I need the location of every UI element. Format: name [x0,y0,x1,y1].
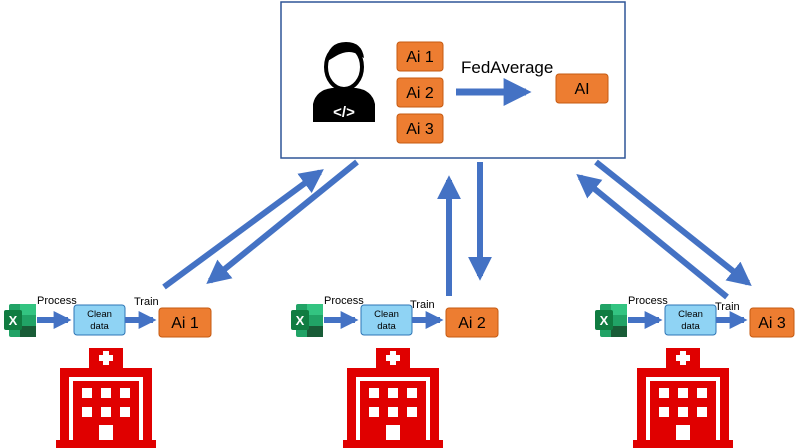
svg-text:Ai 3: Ai 3 [758,315,786,332]
process-label: Process [628,295,668,307]
communication-arrows [162,159,752,300]
svg-text:Clean: Clean [87,309,112,320]
hospital-icon [633,348,733,448]
client-3: X Process Clean data Train Ai 3 [595,295,795,448]
svg-text:data: data [681,321,700,332]
excel-icon: X [595,304,627,337]
server-model-label: Ai 3 [406,121,434,138]
developer-code-icon: </> [313,42,375,122]
client-model-box: Ai 1 [158,307,212,338]
code-glyph: </> [333,104,355,121]
svg-text:X: X [600,313,609,328]
excel-icon: X [4,304,36,337]
svg-text:Ai 2: Ai 2 [458,315,486,332]
download-arrow-client-1 [206,159,359,285]
hospital-icon [343,348,443,448]
client-model-box: Ai 2 [445,307,499,338]
clean-data-box: Clean data [664,304,717,336]
aggregated-model-label: AI [574,81,589,98]
train-label: Train [410,299,435,311]
clean-data-box: Clean data [73,304,126,336]
process-label: Process [324,295,364,307]
client-1: X Process Clean data Train Ai 1 [4,295,212,448]
server-model-label: Ai 1 [406,49,434,66]
upload-arrow-client-3 [576,173,729,300]
hospital-icon [56,348,156,448]
process-label: Process [37,295,77,307]
train-label: Train [134,296,159,308]
svg-text:Clean: Clean [374,309,399,320]
server-model-ai-1: Ai 1 [396,41,444,72]
svg-text:Ai 1: Ai 1 [171,315,199,332]
clean-data-box: Clean data [360,304,413,336]
aggregated-model: AI [555,73,609,104]
client-2: X Process Clean data Train Ai 2 [291,295,499,448]
excel-icon: X [291,304,323,337]
svg-text:X: X [296,313,305,328]
svg-text:data: data [377,321,396,332]
upload-arrow-client-1 [162,169,324,290]
server-model-label: Ai 2 [406,85,434,102]
server-panel: </> Ai 1 Ai 2 Ai 3 FedAverage AI [280,1,626,159]
svg-text:X: X [9,313,18,328]
server-model-ai-2: Ai 2 [396,77,444,108]
svg-text:data: data [90,321,109,332]
svg-text:Clean: Clean [678,309,703,320]
train-label: Train [715,301,740,313]
download-arrow-client-3 [594,159,752,286]
fedaverage-label: FedAverage [461,58,553,77]
client-model-box: Ai 3 [749,307,795,338]
server-model-ai-3: Ai 3 [396,113,444,144]
